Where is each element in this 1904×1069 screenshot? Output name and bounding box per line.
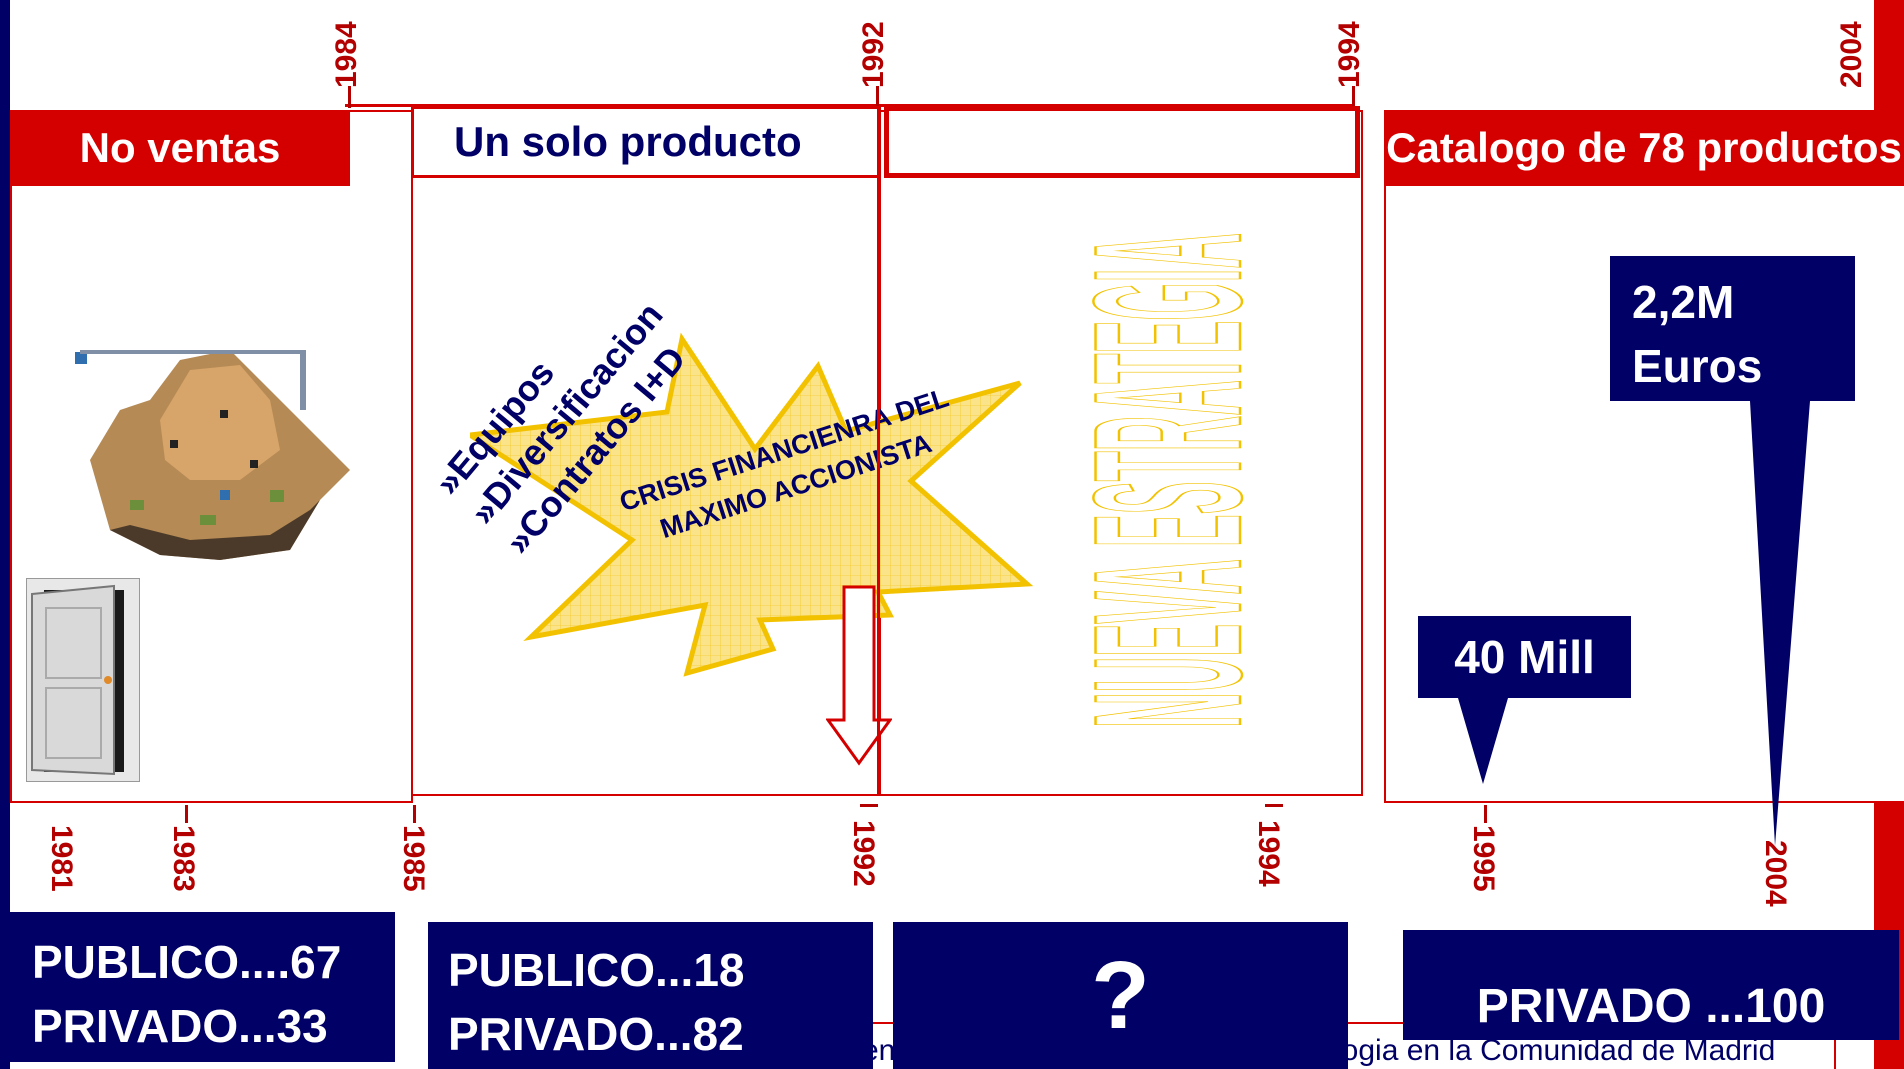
ownership-box-1: PUBLICO....67 PRIVADO...33 bbox=[10, 912, 395, 1062]
bot-tick-1992 bbox=[860, 804, 878, 807]
bot-tick-1995 bbox=[1484, 805, 1487, 823]
bot-year-1983: 1983 bbox=[167, 825, 200, 892]
castle-icon bbox=[75, 350, 350, 560]
bot-year-1994: 1994 bbox=[1252, 820, 1285, 887]
bot-year-2004: 2004 bbox=[1759, 840, 1792, 907]
ownership-1-line2: PRIVADO...33 bbox=[32, 1000, 328, 1052]
panel-phase-3 bbox=[879, 110, 1363, 796]
phase-header-no-ventas: No ventas bbox=[10, 110, 350, 186]
top-tick-1984 bbox=[348, 86, 351, 108]
top-year-1984: 1984 bbox=[330, 21, 363, 88]
callout-1995-text: 40 Mill bbox=[1454, 631, 1595, 683]
bot-tick-1983 bbox=[185, 805, 188, 823]
crisis-starburst bbox=[470, 332, 1034, 677]
callout-2004-line2: Euros bbox=[1632, 340, 1763, 392]
ownership-box-4: PRIVADO ...100 bbox=[1403, 930, 1899, 1040]
footer-rule-end bbox=[1834, 1022, 1836, 1069]
phase-header-un-solo-producto: Un solo producto bbox=[411, 106, 881, 178]
callout-2004-text: 2,2M Euros bbox=[1632, 270, 1762, 398]
bot-year-1995: 1995 bbox=[1467, 825, 1500, 892]
ownership-box-2: PUBLICO...18 PRIVADO...82 bbox=[428, 922, 873, 1069]
bot-tick-1985 bbox=[413, 805, 416, 823]
divider-1992 bbox=[877, 106, 880, 796]
ownership-box-3: ? bbox=[893, 922, 1348, 1069]
door-icon bbox=[26, 578, 140, 782]
bot-year-1992: 1992 bbox=[847, 820, 880, 887]
top-year-1994: 1994 bbox=[1333, 21, 1366, 88]
nueva-estrategia-text: NUEVA ESTRATEGIA bbox=[1049, 232, 1260, 730]
top-year-1992: 1992 bbox=[857, 21, 890, 88]
ownership-1-line1: PUBLICO....67 bbox=[32, 936, 342, 988]
down-arrow-icon bbox=[826, 585, 892, 766]
top-tick-1994 bbox=[1352, 86, 1355, 108]
callout-2004-shape bbox=[1610, 256, 1855, 846]
callout-2004-line1: 2,2M bbox=[1632, 276, 1735, 328]
bot-year-1985: 1985 bbox=[397, 825, 430, 892]
top-tick-1992 bbox=[876, 86, 879, 108]
bot-year-1981: 1981 bbox=[45, 825, 78, 892]
ownership-2-line2: PRIVADO...82 bbox=[448, 1008, 744, 1060]
nueva-estrategia-label: NUEVA ESTRATEGIA bbox=[1050, 233, 1260, 728]
ownership-2-line1: PUBLICO...18 bbox=[448, 944, 745, 996]
phase-header-catalogo: Catalogo de 78 productos bbox=[1384, 110, 1904, 186]
top-year-2004: 2004 bbox=[1835, 21, 1868, 88]
callout-1995-shape bbox=[1418, 616, 1631, 784]
bot-tick-1994 bbox=[1265, 804, 1283, 807]
phase-header-empty bbox=[884, 106, 1360, 178]
top-timeline-line bbox=[345, 104, 1355, 107]
